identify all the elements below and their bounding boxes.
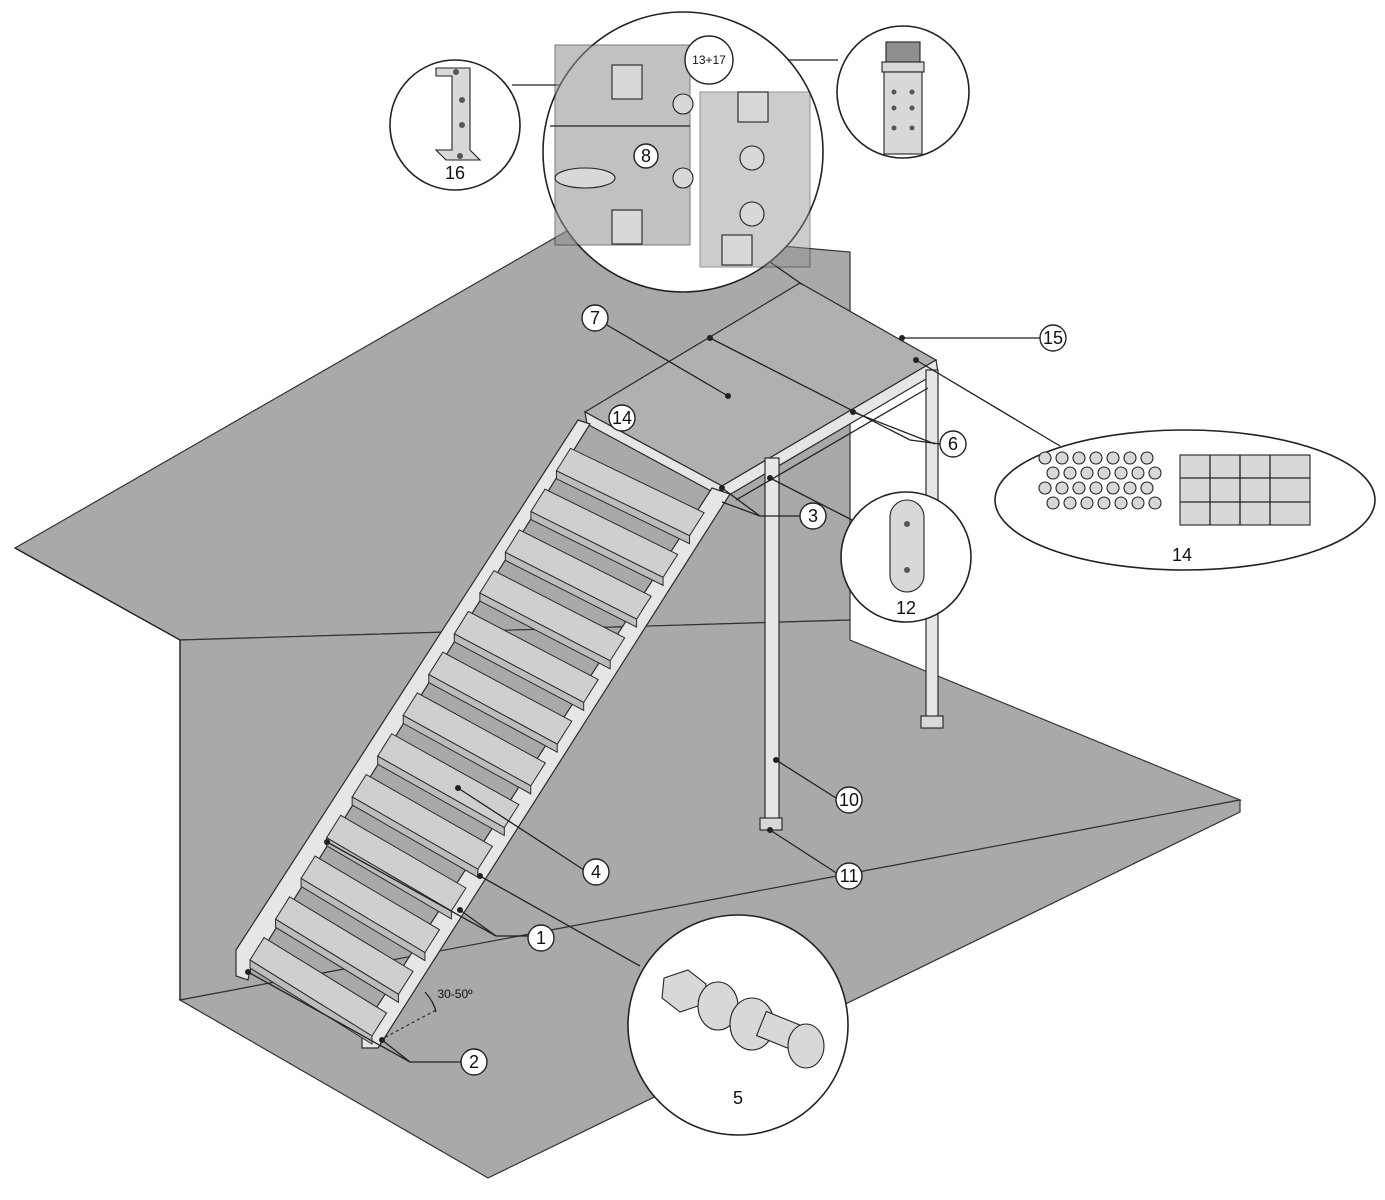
grating-perforation [1106, 451, 1120, 465]
stair-tread-nosing [249, 959, 373, 1045]
stair-tread-nosing [504, 551, 638, 628]
stair-tread-nosing [530, 510, 664, 587]
grating-perforation [1123, 481, 1137, 495]
grating-perforation [1038, 481, 1052, 495]
grating-perforation [1055, 451, 1069, 465]
grating-perforation [1080, 466, 1094, 480]
grating-perforation [1089, 451, 1103, 465]
grating-perforation [1097, 496, 1111, 510]
grating-perforation [1063, 466, 1077, 480]
grating-perforation [1055, 481, 1069, 495]
callout-7-label: 7 [590, 308, 600, 328]
grating-perforation [1106, 481, 1120, 495]
grating-perforation [1140, 481, 1154, 495]
detail-13-17-cap [836, 25, 970, 159]
post-front [764, 457, 780, 829]
grating-perforation [1140, 451, 1154, 465]
grating-perforation [1072, 481, 1086, 495]
grating-perforation [1038, 451, 1052, 465]
detail-5-bolt: 5 [627, 914, 849, 1136]
grating-perforation [1131, 496, 1145, 510]
stair-tread-nosing [428, 673, 558, 753]
stair-tread-nosing [453, 633, 585, 712]
callout-4-label: 4 [591, 862, 601, 882]
grating-perforation [1072, 451, 1086, 465]
grating-perforation [1131, 466, 1145, 480]
detail-14-grating: 14 [994, 429, 1376, 571]
grating-perforation [1114, 466, 1128, 480]
grating-perforation [1046, 466, 1060, 480]
post-back-foot [920, 715, 944, 729]
angle-indicator: 30-50º [379, 987, 473, 1041]
grating-perforation [1046, 496, 1060, 510]
detail-8-connection: 8 13+17 [542, 11, 824, 293]
detail-12-plate: 12 [840, 491, 972, 623]
callout-15-label: 15 [1043, 328, 1063, 348]
callout-11-label: 11 [840, 866, 859, 886]
stair-tread-nosing [275, 918, 399, 1004]
grating-perforation [1148, 496, 1162, 510]
callout-3-label: 3 [808, 506, 818, 526]
stair-tread-nosing [402, 714, 532, 795]
callout-14-deck-label: 14 [612, 408, 632, 428]
angle-label: 30-50º [437, 987, 473, 1001]
callout-bubbles: 7 14 15 6 3 4 1 2 10 11 [460, 304, 1067, 1076]
stair-tread-nosing [300, 877, 426, 962]
room-walls [13, 227, 1243, 1179]
grating-perforation [1063, 496, 1077, 510]
grating-perforation [1123, 451, 1137, 465]
callout-6-label: 6 [948, 434, 958, 454]
wall-edge [14, 547, 181, 1000]
grating-grid [1179, 454, 1311, 526]
stair-tread-nosing [555, 469, 691, 545]
callout-16-label: 16 [445, 163, 465, 183]
callout-12-label: 12 [896, 598, 916, 618]
grating-perforation [1080, 496, 1094, 510]
grating-perforation [1097, 466, 1111, 480]
detail-16-bracket: 16 [389, 59, 521, 191]
grating-perforation [1148, 466, 1162, 480]
callout-2-label: 2 [469, 1052, 479, 1072]
callout-1-label: 1 [536, 928, 546, 948]
stair-treads [249, 447, 705, 1045]
stair-tread-nosing [479, 592, 611, 670]
callout-5-label: 5 [733, 1088, 743, 1108]
stair-tread-nosing [377, 755, 505, 837]
staircase [235, 419, 731, 1049]
grating-pattern [1038, 451, 1162, 510]
callout-14-detail-label: 14 [1172, 545, 1192, 565]
grating-perforation [1114, 496, 1128, 510]
deck-brace [735, 387, 929, 501]
callout-10-label: 10 [839, 790, 859, 810]
callout-13-17-label: 13+17 [692, 53, 726, 67]
callout-8-label: 8 [641, 146, 651, 166]
platform [583, 282, 944, 831]
grating-perforation [1089, 481, 1103, 495]
